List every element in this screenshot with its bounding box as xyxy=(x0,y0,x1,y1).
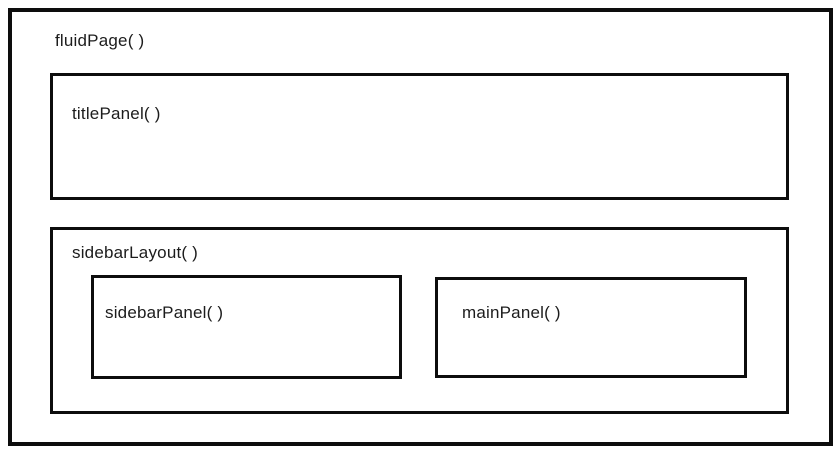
fluidpage-box: fluidPage( ) titlePanel( ) sidebarLayout… xyxy=(8,8,833,446)
sidebarpanel-box: sidebarPanel( ) xyxy=(91,275,402,379)
sidebarlayout-box: sidebarLayout( ) sidebarPanel( ) mainPan… xyxy=(50,227,789,414)
sidebarpanel-label: sidebarPanel( ) xyxy=(105,303,224,322)
titlepanel-label: titlePanel( ) xyxy=(72,104,161,123)
mainpanel-label: mainPanel( ) xyxy=(462,303,561,322)
sidebarlayout-label: sidebarLayout( ) xyxy=(72,243,199,262)
fluidpage-label: fluidPage( ) xyxy=(55,31,145,50)
titlepanel-box: titlePanel( ) xyxy=(50,73,789,200)
mainpanel-box: mainPanel( ) xyxy=(435,277,747,378)
